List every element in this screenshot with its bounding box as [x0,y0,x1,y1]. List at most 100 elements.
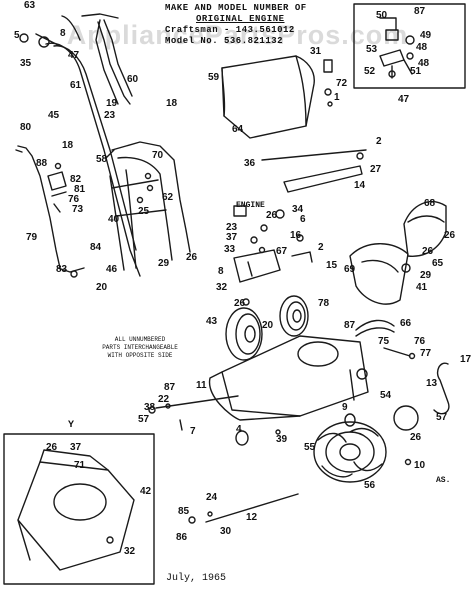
part-callout-32: 32 [216,282,228,293]
part-callout-59: 59 [208,72,220,83]
part-callout-82: 82 [70,174,82,185]
part-callout-76: 76 [68,194,80,205]
part-callout-48: 48 [418,58,430,69]
engine-hood [221,55,315,139]
header-line-1: MAKE AND MODEL NUMBER OF [165,3,307,13]
auger-impeller [313,421,387,483]
left-control-rod [15,145,85,278]
part-callout-37: 37 [226,232,238,243]
diagram-date: July, 1965 [166,573,227,584]
part-callout-30: 30 [220,526,232,537]
auger-housing [209,335,369,421]
part-callout-37: 37 [70,442,82,453]
inset-box-y [3,433,155,585]
part-callout-4: 4 [236,424,242,435]
part-callout-46: 46 [106,264,118,275]
part-callout-27: 27 [370,164,382,175]
hook-13 [433,362,450,415]
part-callout-31: 31 [310,46,322,57]
assembly-code: AS. [436,476,451,485]
part-callout-42: 42 [140,486,152,497]
engine-mount-assembly [233,205,313,306]
inset-housing-view [17,449,135,571]
part-callout-18: 18 [166,98,178,109]
part-callout-88: 88 [36,158,48,169]
part-callout-64: 64 [232,124,244,135]
part-callout-26: 26 [410,432,422,443]
part-callout-39: 39 [276,434,288,445]
part-callout-53: 53 [366,44,378,55]
part-callout-19: 19 [106,98,118,109]
part-callout-65: 65 [432,258,444,269]
part-callout-87: 87 [414,6,426,17]
pin-39 [275,429,281,435]
part-callout-22: 22 [158,394,170,405]
part-callout-26: 26 [234,298,246,309]
part-callout-13: 13 [426,378,438,389]
part-callout-48: 48 [416,42,428,53]
part-callout-20: 20 [96,282,108,293]
part-callout-47: 47 [68,50,80,61]
part-callout-83: 83 [56,264,68,275]
part-callout-6: 6 [300,214,306,225]
part-callout-20: 20 [262,320,274,331]
part-callout-63: 63 [24,0,36,11]
chute-deflector [349,243,411,305]
part-callout-10: 10 [414,460,426,471]
part-callout-60: 60 [127,74,139,85]
main-handle [19,13,141,277]
part-callout-58: 58 [96,154,108,165]
part-callout-87: 87 [164,382,176,393]
part-callout-49: 49 [420,30,432,41]
part-callout-77: 77 [420,348,432,359]
inset-ref-label: Y [68,420,75,431]
part-callout-76: 76 [414,336,426,347]
washer-9 [344,413,356,427]
part-callout-84: 84 [90,242,102,253]
pipe-66 [355,319,395,337]
part-callout-45: 45 [48,110,60,121]
part-callout-26: 26 [46,442,58,453]
discharge-chute [403,201,447,257]
part-callout-26: 26 [266,210,278,221]
part-callout-68: 68 [424,198,436,209]
part-callout-73: 73 [72,204,84,215]
part-callout-12: 12 [246,512,258,523]
drive-shaft-12 [188,493,299,524]
part-callout-47: 47 [398,94,410,105]
part-callout-87: 87 [344,320,356,331]
part-callout-72: 72 [336,78,348,89]
part-callout-23: 23 [226,222,238,233]
inset-box-47 [353,3,466,89]
part-callout-9: 9 [342,402,348,413]
part-callout-57: 57 [436,412,448,423]
part-callout-14: 14 [354,180,366,191]
part-callout-57: 57 [138,414,150,425]
part-callout-26: 26 [444,230,456,241]
wheel-right [279,295,309,337]
part-callout-18: 18 [62,140,74,151]
part-callout-26: 26 [186,252,198,263]
part-callout-55: 55 [304,442,316,453]
header-line-2: ORIGINAL ENGINE [196,14,285,24]
part-callout-66: 66 [400,318,412,329]
note-line-2: PARTS INTERCHANGEABLE [102,344,178,351]
header-line-4: Model No. 536.821132 [165,36,284,46]
part-callout-24: 24 [206,492,218,503]
part-callout-61: 61 [70,80,82,91]
washer-4 [235,430,249,446]
part-callout-56: 56 [364,480,376,491]
part-callout-41: 41 [416,282,428,293]
part-callout-52: 52 [364,66,376,77]
header-line-3: Craftsman - 143.561012 [165,25,295,35]
part-callout-25: 25 [138,206,150,217]
part-callout-79: 79 [26,232,38,243]
part-callout-32: 32 [124,546,136,557]
part-callout-51: 51 [410,66,422,77]
bracket-31 [323,59,333,107]
part-callout-7: 7 [190,426,196,437]
part-callout-71: 71 [74,460,86,471]
part-callout-26: 26 [422,246,434,257]
part-callout-54: 54 [380,390,392,401]
